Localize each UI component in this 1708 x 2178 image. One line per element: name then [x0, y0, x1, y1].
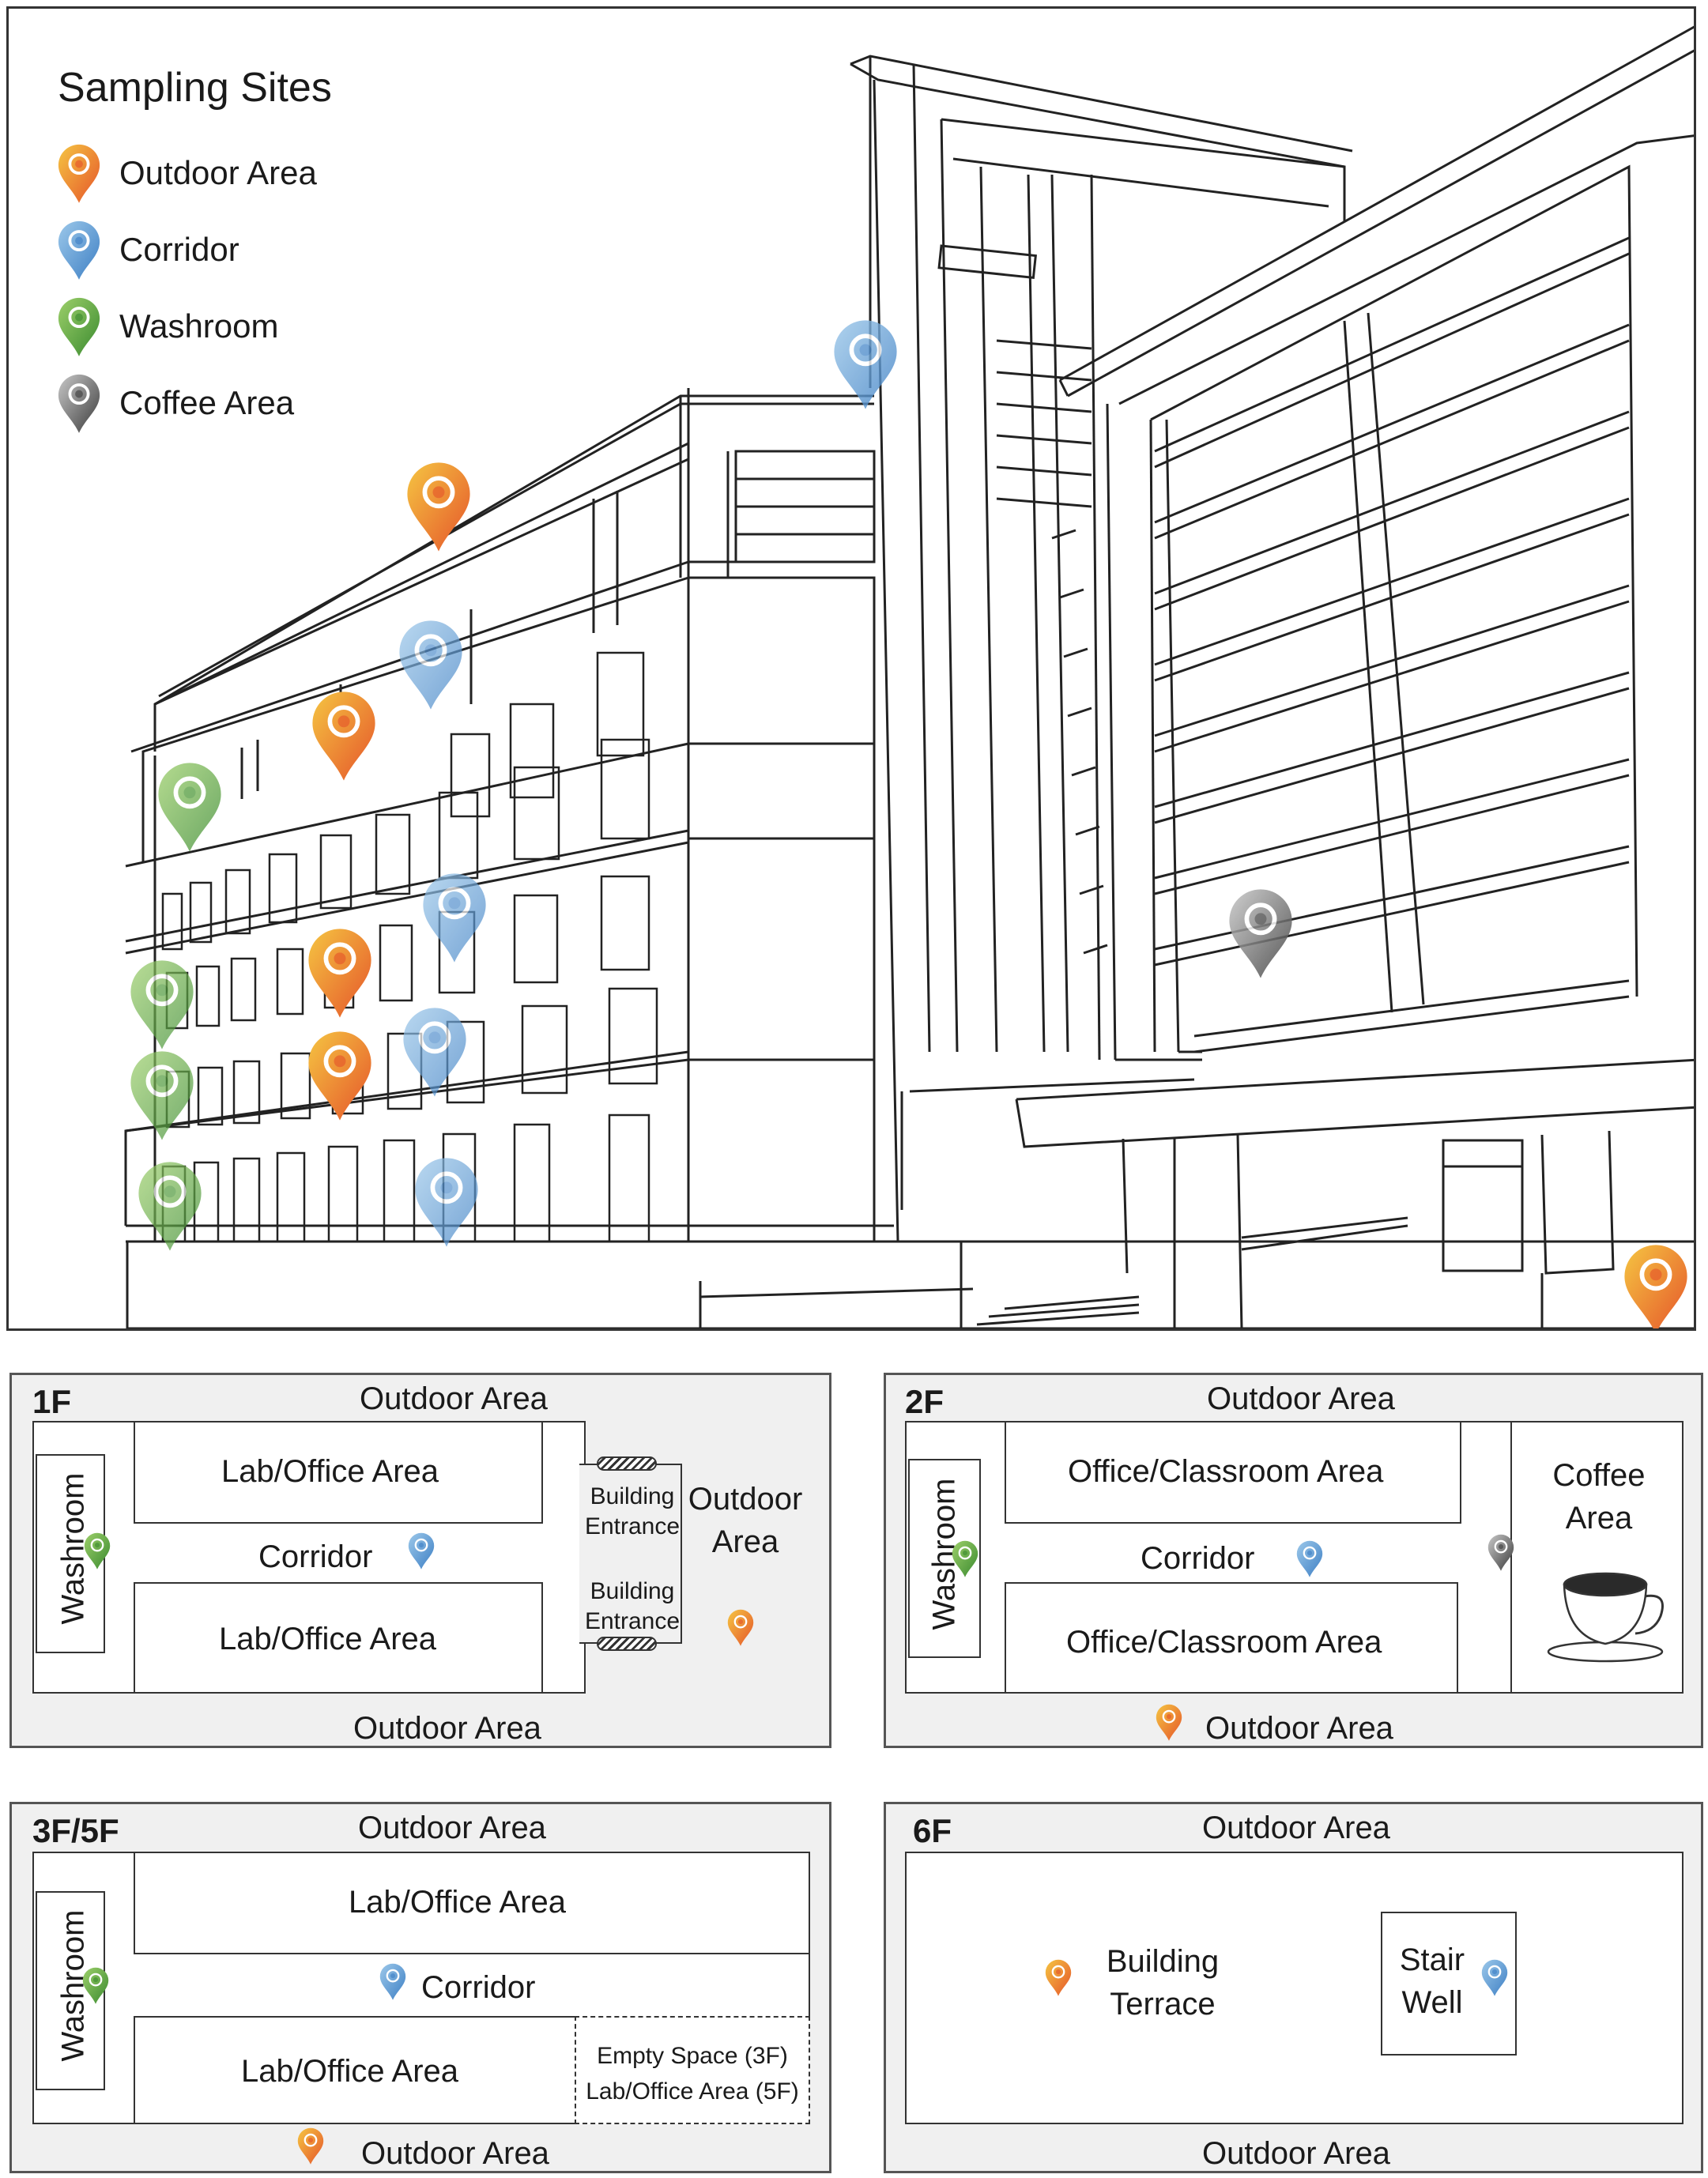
- lab-office-area-bottom: [134, 1582, 543, 1694]
- coffee-area: [1510, 1421, 1683, 1694]
- floor-label: 6F: [913, 1812, 952, 1849]
- outdoor-pin-icon: [296, 2127, 325, 2165]
- washroom-pin-icon: [81, 1966, 110, 2005]
- building-terrace-label: Building Terrace: [1106, 1944, 1220, 2022]
- floor-plan-1f: 1F Outdoor Area Washroom Lab/Office Area…: [9, 1373, 831, 1748]
- washroom-pin-icon: [130, 1051, 194, 1140]
- outdoor-pin-icon: [726, 1608, 755, 1647]
- entrance-door-bottom: [597, 1637, 657, 1651]
- corridor-pin-icon: [407, 1532, 435, 1570]
- floor-label: 2F: [905, 1383, 944, 1420]
- lab-office-label-top: Lab/Office Area: [221, 1454, 439, 1489]
- lab-office-area-top: [134, 1852, 810, 1954]
- building-outline: [905, 1852, 1683, 2124]
- legend-item: Washroom: [56, 295, 279, 358]
- corridor-pin-icon: [403, 1008, 466, 1097]
- corridor-pin-icon: [1480, 1958, 1509, 1997]
- lab-office-label-top: Lab/Office Area: [349, 1885, 566, 1920]
- corridor-label: Corridor: [1141, 1541, 1255, 1576]
- building-illustration: Sampling Sites Outdoor Area Corridor Was…: [6, 6, 1696, 1331]
- outdoor-area-top: Outdoor Area: [1202, 1811, 1390, 1845]
- outdoor-pin-icon: [56, 142, 102, 204]
- outdoor-area-bottom: Outdoor Area: [361, 2136, 549, 2171]
- stairwell: [1381, 1912, 1517, 2056]
- coffee-pin-icon: [1229, 889, 1292, 978]
- entrance-bump: [579, 1464, 682, 1644]
- outdoor-area-bottom: Outdoor Area: [353, 1711, 541, 1746]
- outdoor-area-bottom: Outdoor Area: [1202, 2136, 1390, 2171]
- legend-item-label: Coffee Area: [119, 384, 295, 421]
- floor-plan-2f: 2F Outdoor Area Washroom Office/Classroo…: [884, 1373, 1703, 1748]
- corridor-pin-icon: [834, 320, 897, 409]
- lab-office-area-bottom: [134, 2016, 578, 2124]
- washroom-pin-icon: [158, 763, 221, 852]
- washroom-pin-icon: [83, 1532, 111, 1570]
- legend-title: Sampling Sites: [58, 65, 332, 111]
- corridor-label: Corridor: [258, 1539, 373, 1574]
- floor-label: 3F/5F: [32, 1812, 119, 1849]
- coffee-pin-icon: [56, 372, 102, 434]
- lab-office-label-bottom: Lab/Office Area: [241, 2054, 458, 2089]
- washroom-pin-icon: [56, 296, 102, 357]
- office-classroom-area-bottom: [1005, 1582, 1458, 1694]
- outdoor-area-top: Outdoor Area: [360, 1381, 548, 1416]
- outdoor-pin-icon: [1155, 1703, 1183, 1742]
- office-classroom-label-top: Office/Classroom Area: [1068, 1454, 1384, 1489]
- coffee-pin-icon: [1487, 1533, 1515, 1572]
- washroom-pin-icon: [130, 960, 194, 1049]
- outdoor-area-top: Outdoor Area: [358, 1811, 546, 1845]
- outdoor-area-top: Outdoor Area: [1207, 1381, 1395, 1416]
- office-classroom-area-top: [1005, 1421, 1461, 1524]
- outdoor-pin-icon: [308, 929, 371, 1018]
- corridor-pin-icon: [379, 1962, 407, 2001]
- coffee-cup-icon: [1547, 1572, 1664, 1663]
- legend-item: Coffee Area: [56, 371, 294, 435]
- lab-office-label-bottom: Lab/Office Area: [219, 1622, 436, 1656]
- legend-item-label: Washroom: [119, 307, 279, 345]
- outdoor-pin-icon: [1624, 1245, 1687, 1328]
- entrance-label-bottom: Building Entrance: [584, 1578, 681, 1634]
- empty-space-label-5f: Lab/Office Area (5F): [586, 2078, 799, 2105]
- building-line-drawing: [124, 25, 1694, 1328]
- legend-item: Corridor: [56, 218, 239, 281]
- empty-space: [575, 2016, 810, 2124]
- corridor-pin-icon: [1295, 1539, 1324, 1578]
- floor-plan-3f-5f: 3F/5F Outdoor Area Washroom Lab/Office A…: [9, 1802, 831, 2173]
- legend-item: Outdoor Area: [56, 141, 317, 205]
- outdoor-pin-icon: [407, 462, 470, 552]
- outdoor-pin-icon: [312, 691, 375, 781]
- corridor-pin-icon: [423, 873, 486, 963]
- legend-item-label: Outdoor Area: [119, 154, 317, 191]
- lab-office-area-top: [134, 1421, 543, 1524]
- floor-label: 1F: [32, 1383, 72, 1420]
- coffee-area-label: Coffee Area: [1552, 1458, 1646, 1536]
- entrance-label-top: Building Entrance: [584, 1483, 681, 1539]
- entrance-door-top: [597, 1456, 657, 1471]
- empty-space-label-3f: Empty Space (3F): [597, 2043, 788, 2069]
- corridor-pin-icon: [56, 219, 102, 281]
- washroom-pin-icon: [138, 1162, 202, 1251]
- legend-item-label: Corridor: [119, 231, 239, 268]
- office-classroom-label-bottom: Office/Classroom Area: [1066, 1625, 1382, 1660]
- corridor-pin-icon: [399, 620, 462, 710]
- outdoor-pin-icon: [1044, 1958, 1073, 1997]
- floor-plan-6f: 6F Outdoor Area Building Terrace Stair W…: [884, 1802, 1703, 2173]
- washroom-pin-icon: [951, 1539, 979, 1578]
- corridor-pin-icon: [415, 1158, 478, 1247]
- outdoor-pin-icon: [308, 1031, 371, 1121]
- corridor-label: Corridor: [421, 1970, 536, 2005]
- outdoor-area-right: Outdoor Area: [688, 1482, 803, 1559]
- stairwell-label: Stair Well: [1399, 1942, 1465, 2020]
- outdoor-area-bottom: Outdoor Area: [1205, 1711, 1393, 1746]
